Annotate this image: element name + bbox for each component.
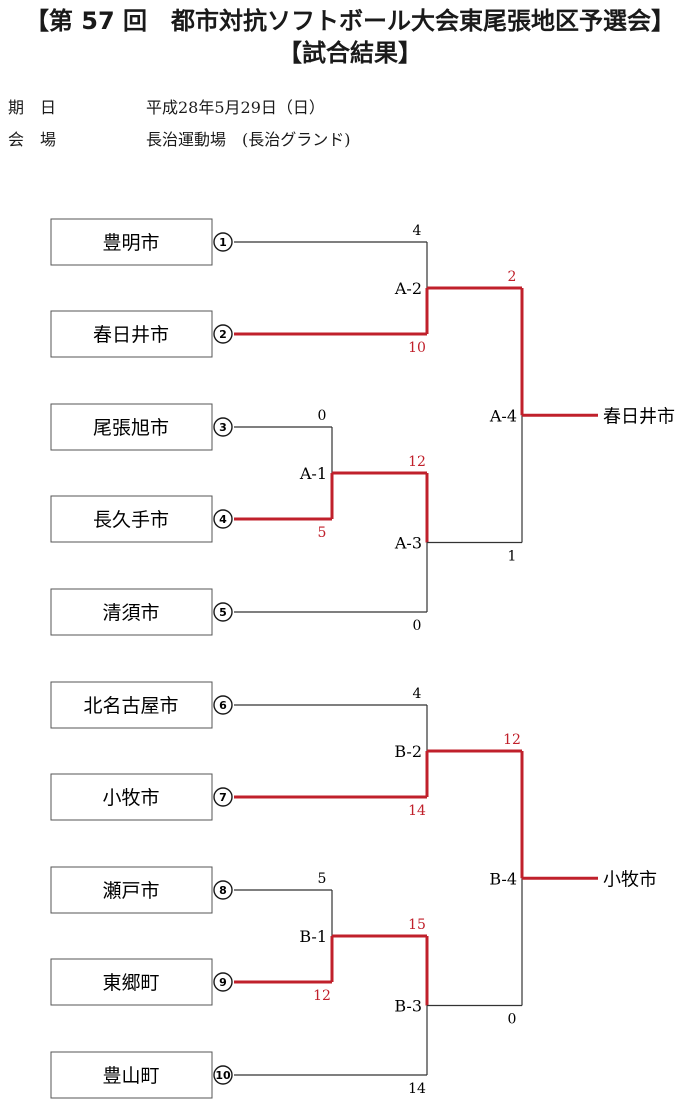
seed-number: 7 xyxy=(219,791,227,804)
team-name: 豊山町 xyxy=(102,1065,159,1087)
venue-label-2: 場 xyxy=(40,130,57,149)
score-top: 0 xyxy=(318,408,327,424)
team-box xyxy=(50,218,213,266)
date-label-2: 日 xyxy=(40,98,57,117)
team-box xyxy=(50,958,213,1006)
team-box xyxy=(50,495,213,543)
match-label: A-1 xyxy=(299,464,327,483)
seed-number: 4 xyxy=(219,513,227,526)
score-top: 4 xyxy=(413,223,422,239)
date-label-1: 期 xyxy=(8,98,25,117)
seed-number: 2 xyxy=(219,328,227,341)
team-box xyxy=(50,773,213,821)
seed-number: 9 xyxy=(219,976,227,989)
champion-name: 小牧市 xyxy=(603,869,657,890)
score-top: 15 xyxy=(408,917,426,933)
seed-number: 3 xyxy=(219,421,227,434)
seed-badge xyxy=(213,324,233,344)
team-box xyxy=(50,310,213,358)
match-label: B-4 xyxy=(489,869,517,888)
match-label: A-4 xyxy=(489,406,517,425)
seed-badge xyxy=(213,787,233,807)
seed-badge xyxy=(213,972,233,992)
team-name: 東郷町 xyxy=(102,972,159,994)
team-name: 春日井市 xyxy=(93,324,169,346)
score-top: 4 xyxy=(413,686,422,702)
team-box xyxy=(50,588,213,636)
score-bottom: 14 xyxy=(408,803,426,819)
team-name: 北名古屋市 xyxy=(83,695,178,717)
score-bottom: 14 xyxy=(408,1081,426,1097)
team-name: 清須市 xyxy=(102,602,159,624)
team-box xyxy=(50,866,213,914)
match-label: B-3 xyxy=(394,997,422,1016)
match-label: B-2 xyxy=(394,742,422,761)
seed-number: 5 xyxy=(219,606,227,619)
seed-number: 10 xyxy=(215,1069,231,1082)
page-subtitle: 【試合結果】 xyxy=(278,39,422,67)
seed-badge xyxy=(213,880,233,900)
venue-label-1: 会 xyxy=(8,130,25,149)
score-bottom: 5 xyxy=(318,525,327,541)
score-bottom: 10 xyxy=(408,340,426,356)
date-value: 平成28年5月29日（日） xyxy=(146,98,325,117)
seed-badge xyxy=(213,1065,233,1085)
champion-name: 春日井市 xyxy=(603,406,675,427)
match-label: B-1 xyxy=(299,927,327,946)
venue-value: 長治運動場 (長治グランド) xyxy=(146,130,351,149)
score-bottom: 1 xyxy=(508,549,517,565)
seed-badge xyxy=(213,417,233,437)
score-top: 12 xyxy=(503,732,521,748)
score-bottom: 0 xyxy=(508,1012,517,1028)
seed-number: 1 xyxy=(219,236,227,249)
seed-badge xyxy=(213,695,233,715)
score-top: 5 xyxy=(318,871,327,887)
score-top: 2 xyxy=(508,269,517,285)
team-name: 尾張旭市 xyxy=(93,417,169,439)
page-title: 【第 57 回 都市対抗ソフトボール大会東尾張地区予選会】 xyxy=(24,7,676,35)
seed-badge xyxy=(213,232,233,252)
score-top: 12 xyxy=(408,454,426,470)
match-label: A-3 xyxy=(394,534,422,553)
team-name: 豊明市 xyxy=(102,232,159,254)
team-box xyxy=(50,1051,213,1099)
team-box xyxy=(50,403,213,451)
team-box xyxy=(50,681,213,729)
score-bottom: 0 xyxy=(413,618,422,634)
seed-badge xyxy=(213,602,233,622)
team-name: 瀬戸市 xyxy=(102,880,159,902)
score-bottom: 12 xyxy=(313,988,331,1004)
match-label: A-2 xyxy=(394,279,422,298)
venue-row: 会場 長治運動場 (長治グランド) xyxy=(8,130,351,150)
seed-badge xyxy=(213,509,233,529)
seed-number: 8 xyxy=(219,884,227,897)
seed-number: 6 xyxy=(219,699,227,712)
team-name: 小牧市 xyxy=(102,787,159,809)
date-row: 期日 平成28年5月29日（日） xyxy=(8,98,325,118)
team-name: 長久手市 xyxy=(93,509,169,531)
